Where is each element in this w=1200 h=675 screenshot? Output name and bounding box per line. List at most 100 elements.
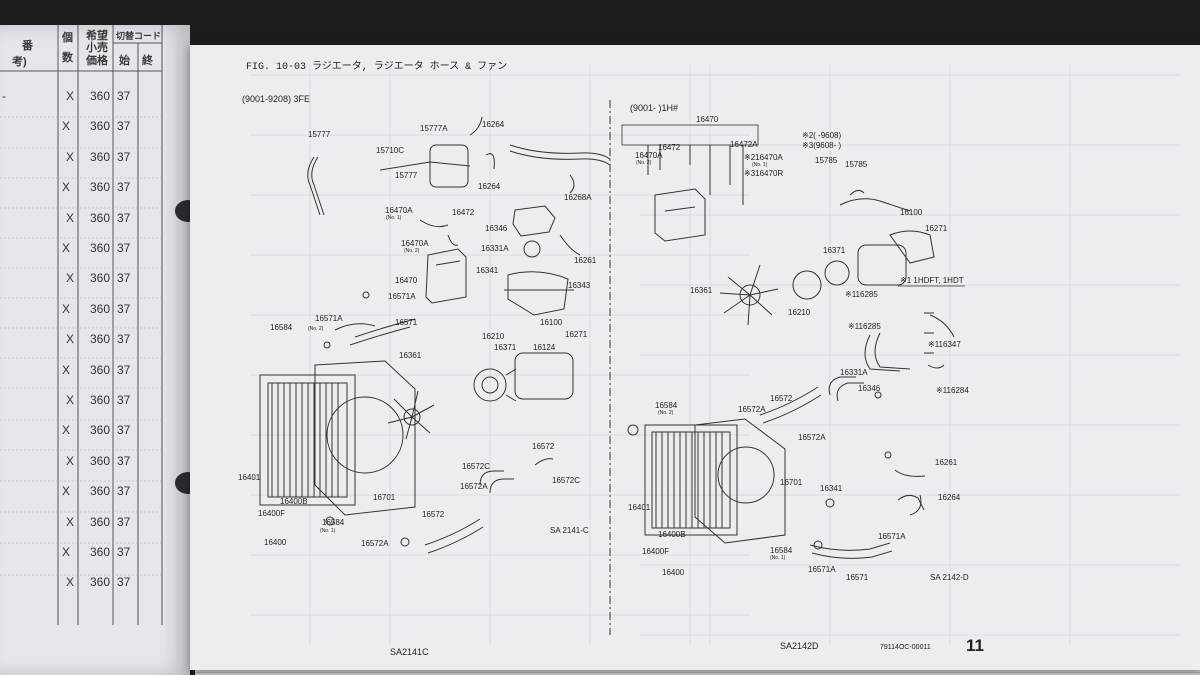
part-label: 16264 [482,120,505,129]
row-dash: - [2,89,6,103]
row-quantity-mark: X [62,423,71,438]
note-1: ※1 1HDFT, 1HDT [900,276,964,285]
part-label: 16572 [422,510,445,519]
part-label: 16371 [823,246,846,255]
part-label: 16210 [482,332,505,341]
part-label: 16361 [399,351,422,360]
footer-doc-number: 79114OC-00011 [880,644,931,651]
header-kakaku: 価格 [86,55,108,67]
part-label: 16341 [476,266,499,275]
part-label: 16572A [798,433,826,442]
part-label: 16331A [840,368,868,377]
part-label: (No. 1) [752,162,768,168]
row-quantity-mark: X [62,484,71,499]
part-label: 16572C [552,476,580,485]
row-quantity-mark: X [66,149,75,164]
footer-right-code: SA2142D [780,641,819,651]
part-label: 16100 [900,208,923,217]
row-price: 360 [90,484,111,499]
part-label: 16571A [388,292,416,301]
part-label: (No. 2) [636,160,652,166]
part-label: ※116285 [848,322,881,331]
row-code: 37 [117,545,131,559]
row-code: 37 [117,241,131,255]
part-label: 16400 [264,538,287,547]
part-label: (No. 2) [658,410,674,416]
header-ko: 個 [62,32,73,44]
part-label: 16470A [635,151,663,160]
part-label: (No. 1) [770,555,786,561]
part-label: 15777 [395,171,418,180]
part-label: 15777A [420,124,448,133]
part-label: 16210 [788,308,811,317]
row-quantity-mark: X [62,545,71,559]
part-label: 16572 [770,394,793,403]
row-quantity-mark: X [62,301,71,316]
part-label: 16472 [658,143,681,152]
row-price: 360 [90,180,111,195]
row-price: 360 [90,575,111,590]
part-label: 16584 [655,401,678,410]
part-label: 16572C [462,462,490,471]
part-label: 16346 [858,384,881,393]
fig-title: FIG. 10-03 ラジエータ, ラジエータ ホース & ファン [246,60,507,73]
row-price: 360 [90,393,111,407]
row-quantity-mark: X [66,332,75,347]
part-label: 16571 [846,573,869,582]
footer-left-code: SA2141C [390,647,429,657]
part-label: 16472 [452,208,475,217]
part-label: 16571 [395,318,418,327]
part-label: 16470 [696,115,719,124]
part-label: (No. 1) [386,215,402,221]
left-panel-code: SA 2141-C [550,526,589,535]
part-label: 16346 [485,224,508,233]
part-label: 16261 [935,458,958,467]
left-panel-parts [259,116,611,554]
part-label: 16100 [540,318,563,327]
part-label: 16400B [658,530,686,539]
part-label: 16584 [322,518,345,527]
row-code: 37 [117,89,131,103]
part-label: 16571A [315,314,343,323]
row-price: 360 [90,241,111,255]
row-price: 360 [90,453,111,468]
part-label: 16264 [938,493,961,502]
row-code: 37 [117,484,131,499]
page-number: 11 [966,636,984,655]
header-kirikae: 切替コード [116,31,162,41]
parts-table-grid [0,25,163,625]
part-label: ※116285 [845,290,878,299]
header-su: 数 [62,52,73,64]
right-panel-parts [621,124,955,559]
row-code: 37 [117,149,131,164]
part-label: 16401 [238,473,261,482]
part-label: 16271 [925,224,948,233]
row-price: 360 [90,362,111,377]
row-quantity-mark: X [62,241,71,255]
part-label: 16361 [690,286,713,295]
part-label: 16343 [568,281,591,290]
header-kibou: 希望 [86,30,108,42]
row-code: 37 [117,180,131,195]
part-label: 16701 [780,478,803,487]
row-price: 360 [90,514,111,529]
row-quantity-mark: X [62,119,71,134]
part-label: 15777 [308,130,331,139]
radiator-parts-diagram: FIG. 10-03 ラジエータ, ラジエータ ホース & ファン (9001-… [238,60,1180,657]
row-code: 37 [117,301,131,316]
header-ban: 番 [22,40,33,52]
part-label: 16264 [478,182,501,191]
left-variant-label: (9001-9208) 3FE [242,94,310,104]
row-price: 360 [90,301,111,316]
row-quantity-mark: X [66,393,75,407]
note-3: ※3(9608- ) [802,141,842,150]
part-label: 16572A [361,539,389,548]
part-label: 16331A [481,244,509,253]
row-price: 360 [90,545,111,559]
part-label: 16271 [565,330,588,339]
part-label: 15785 [845,160,868,169]
row-price: 360 [90,149,111,164]
row-quantity-mark: X [66,210,75,225]
